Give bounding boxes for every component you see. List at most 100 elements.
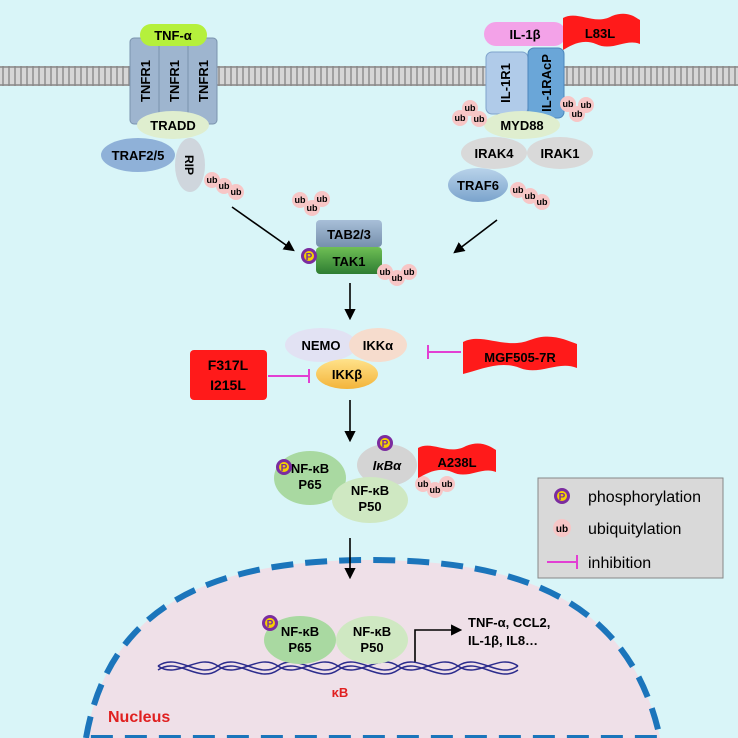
irak4-label: IRAK4 <box>474 146 514 161</box>
tnfr1-label-c: TNFR1 <box>196 60 211 102</box>
traf6-label: TRAF6 <box>457 178 499 193</box>
i215l-label: I215L <box>210 377 246 393</box>
il1b-ligand <box>484 22 566 46</box>
arrow-tnf-to-tak <box>231 206 295 252</box>
svg-text:ub: ub <box>219 181 230 191</box>
svg-text:ub: ub <box>455 113 466 123</box>
il1-receptor-complex: IL-1R1 IL-1RAcP IL-1β MYD88 IRAK4 IRAK1 … <box>448 22 593 202</box>
svg-text:P: P <box>281 463 288 474</box>
nuclear-p50-line2: P50 <box>360 640 383 655</box>
svg-text:ub: ub <box>537 197 548 207</box>
arrow-il1-to-tak <box>453 219 498 254</box>
irak1-label: IRAK1 <box>540 146 579 161</box>
traf25-label: TRAF2/5 <box>112 148 165 163</box>
nuclear-nfkb-p65 <box>264 616 336 664</box>
tnfr1-label-a: TNFR1 <box>138 60 153 102</box>
legend-phosphorylation-label: phosphorylation <box>588 489 701 506</box>
svg-text:ub: ub <box>581 100 592 110</box>
irak4 <box>461 137 527 169</box>
svg-text:ub: ub <box>231 187 242 197</box>
svg-text:ub: ub <box>442 479 453 489</box>
nuclear-nfkb: NF-κB P65 NF-κB P50 κB TNF-α, CCL2, IL-1… <box>108 615 550 726</box>
il1racp-label: IL-1RAcP <box>539 54 554 112</box>
nuclear-p50-line1: NF-κB <box>353 624 391 639</box>
svg-text:P: P <box>267 619 274 630</box>
phospho-ikba: P <box>377 435 393 451</box>
legend: P phosphorylation ub ubiquitylation inhi… <box>537 477 724 579</box>
phospho-markers: P P P P <box>262 248 393 631</box>
a238l-flag: A238L <box>418 443 496 478</box>
tnf-alpha-label: TNF-α <box>154 28 192 43</box>
nucleus-label: Nucleus <box>108 709 170 726</box>
ikkb-label: IKKβ <box>332 367 362 382</box>
traf25 <box>101 138 175 172</box>
il1r1-label: IL-1R1 <box>498 63 513 103</box>
svg-text:ub: ub <box>207 175 218 185</box>
arrow-transcription <box>414 624 463 663</box>
svg-text:ub: ub <box>380 267 391 277</box>
legend-ubiquitin-icon: ub <box>553 519 571 537</box>
nfkb-p65-line2: P65 <box>298 477 321 492</box>
ikk-complex: NEMO IKKα IKKβ <box>285 328 407 389</box>
svg-text:ub: ub <box>430 485 441 495</box>
mgf505-7r-label: MGF505-7R <box>484 350 556 365</box>
tnf-alpha-ligand <box>140 24 207 46</box>
nemo <box>285 328 357 362</box>
svg-text:P: P <box>306 252 313 263</box>
ub-il1racp: ub ub ub <box>560 96 594 122</box>
tnfr1-label-b: TNFR1 <box>167 60 182 102</box>
nuclear-p65-line2: P65 <box>288 640 311 655</box>
svg-text:ub: ub <box>392 273 403 283</box>
cell-membrane <box>0 66 738 86</box>
irak1 <box>527 137 593 169</box>
f317l-label: F317L <box>208 357 249 373</box>
rip-label: RIP <box>182 155 196 175</box>
ikkb <box>316 359 378 389</box>
nfkb-p65-line1: NF-κB <box>291 461 329 476</box>
svg-text:ub: ub <box>317 194 328 204</box>
target-genes-line1: TNF-α, CCL2, <box>468 615 550 630</box>
phospho-nuclear-p65: P <box>262 615 278 631</box>
nfkb-p65 <box>274 451 346 505</box>
tab23 <box>316 220 382 247</box>
legend-ubiquitylation-label: ubiquitylation <box>588 521 681 538</box>
ub-ikba: ub ub ub <box>415 476 455 498</box>
svg-text:ub: ub <box>572 109 583 119</box>
f317l-i215l-box: F317L I215L <box>190 350 310 400</box>
nfkb-p50 <box>332 477 408 523</box>
svg-text:ub: ub <box>307 203 318 213</box>
nuclear-nfkb-p50 <box>336 616 408 664</box>
tradd-label: TRADD <box>150 118 196 133</box>
svg-text:ub: ub <box>295 195 306 205</box>
l83l-flag: L83L <box>563 13 640 51</box>
traf6 <box>448 168 508 202</box>
nemo-label: NEMO <box>302 338 341 353</box>
ikba-label: IκBα <box>373 458 402 473</box>
target-genes-line2: IL-1β, IL8… <box>468 633 538 648</box>
myd88 <box>484 111 560 139</box>
svg-text:P: P <box>382 439 389 450</box>
tak-complex: TAB2/3 TAK1 <box>316 220 382 274</box>
nfkb-p50-line2: P50 <box>358 499 381 514</box>
svg-text:ub: ub <box>525 191 536 201</box>
dna-helix <box>157 661 519 675</box>
svg-text:ub: ub <box>513 185 524 195</box>
ikka <box>349 328 407 362</box>
svg-text:ub: ub <box>556 524 568 535</box>
svg-text:P: P <box>559 492 566 503</box>
ub-il1r1: ub ub ub <box>452 100 487 127</box>
a238l-label: A238L <box>437 455 476 470</box>
ikka-label: IKKα <box>363 338 393 353</box>
legend-inhibition-label: inhibition <box>588 555 651 572</box>
svg-text:ub: ub <box>563 99 574 109</box>
svg-text:ub: ub <box>474 114 485 124</box>
nfkb-cytoplasmic-complex: NF-κB P65 IκBα NF-κB P50 <box>274 444 417 523</box>
svg-text:ub: ub <box>465 103 476 113</box>
ub-clusters: ub ub ub ub ub ub ub ub ub ub ub ub ub u… <box>204 96 594 498</box>
rip <box>175 138 205 192</box>
phospho-p65: P <box>276 459 292 475</box>
arrows <box>231 206 498 663</box>
ub-tab: ub ub ub <box>292 191 330 216</box>
